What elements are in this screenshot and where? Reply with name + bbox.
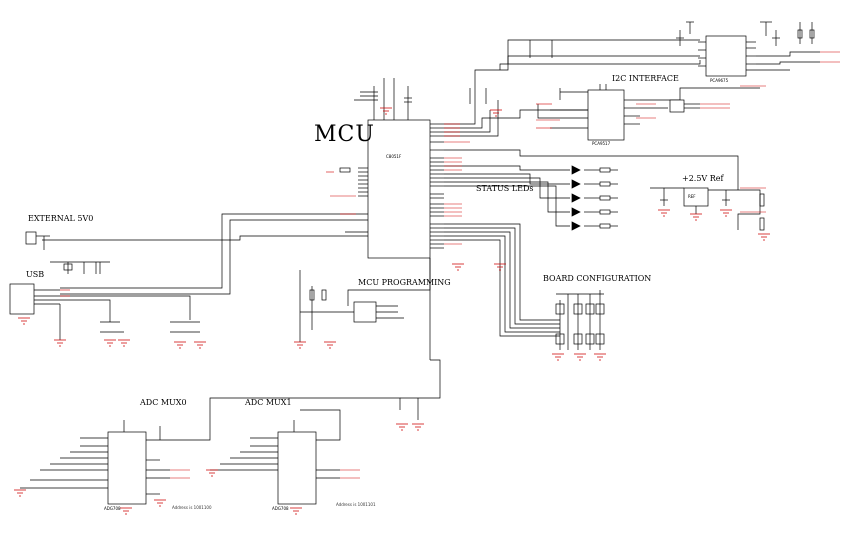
vref-title: +2.5V Ref: [682, 174, 724, 183]
i2c-expander-part-label: PCA9675: [710, 78, 729, 83]
mcu-title: MCU: [314, 122, 375, 147]
status-leds: [444, 165, 618, 229]
board-configuration-title: BOARD CONFIGURATION: [543, 274, 652, 283]
ext-5v-connector: [25, 231, 37, 245]
usb-connector: [9, 283, 35, 315]
mcu-programming-title: MCU PROGRAMMING: [358, 278, 451, 287]
adc-mux1-title: ADC MUX1: [245, 398, 292, 407]
vref-part-label: REF: [688, 194, 696, 199]
mcu-prog-header: [353, 301, 377, 323]
i2c-expander-chip: [705, 35, 747, 77]
i2c-interface-title: I2C INTERFACE: [612, 74, 679, 83]
adc-mux0-title: ADC MUX0: [140, 398, 187, 407]
i2c-buffer-part-label: PCA9517: [592, 141, 611, 146]
mcu-right-pins: [430, 123, 444, 249]
mcu-left-pins: [345, 167, 368, 237]
mux0-part-label: ADG708: [104, 506, 121, 511]
adc-mux1-chip: [277, 431, 317, 505]
status-leds-title: STATUS LEDs: [476, 184, 534, 193]
usb-title: USB: [26, 270, 45, 279]
mux1-part-label: ADG708: [272, 506, 289, 511]
mux1-address-note: Address is 1001101: [336, 502, 376, 507]
mcu-chip-body: [367, 119, 431, 259]
i2c-small-chip: [669, 99, 685, 113]
adc-mux0-chip: [107, 431, 147, 505]
i2c-buffer-chip: [587, 89, 625, 141]
external-5v0-title: EXTERNAL 5V0: [28, 214, 94, 223]
ground-symbols: [14, 107, 770, 515]
mcu-part-label: C8051F: [386, 154, 402, 159]
mux0-address-note: Address is 1001100: [172, 505, 212, 510]
